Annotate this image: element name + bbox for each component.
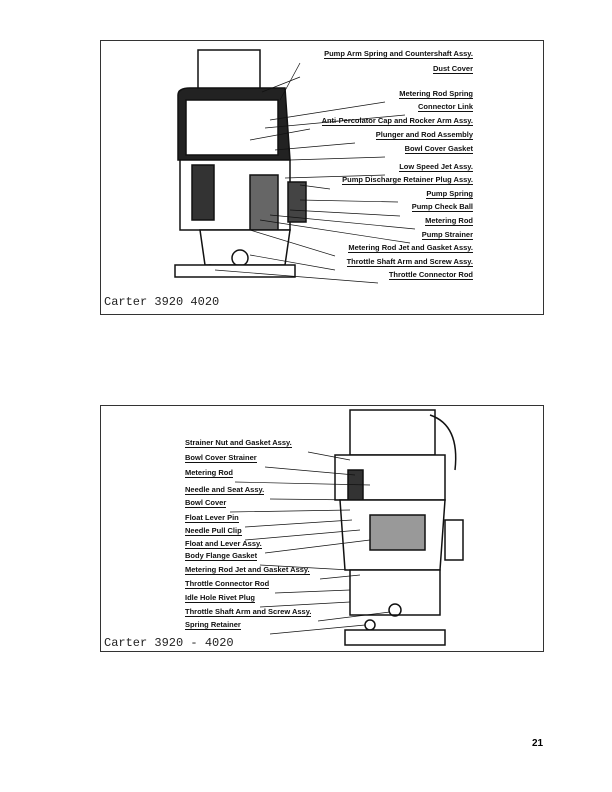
label-metering-rod-spring: Metering Rod Spring [399, 89, 473, 99]
label-pump-check-ball: Pump Check Ball [411, 202, 473, 212]
label-pump-strainer: Pump Strainer [421, 230, 473, 240]
leader-lines-1 [214, 62, 416, 284]
label-bowl-cover-strainer: Bowl Cover Strainer [185, 453, 257, 463]
label-pump-arm-spring: Pump Arm Spring and Countershaft Assy. [324, 49, 473, 59]
label-spring-retainer: Spring Retainer [185, 620, 241, 630]
label-needle-pull-clip: Needle Pull Clip [185, 526, 242, 536]
label-metering-rod-jet: Metering Rod Jet and Gasket Assy. [348, 243, 473, 253]
label-float-lever: Float and Lever Assy. [185, 539, 262, 549]
label-plunger-rod-assembly: Plunger and Rod Assembly [375, 130, 473, 140]
label-metering-rod: Metering Rod [185, 468, 233, 478]
figure-2-caption: Carter 3920 - 4020 [104, 636, 234, 650]
label-throttle-connector-rod: Throttle Connector Rod [185, 579, 270, 589]
leader-lines-2 [229, 451, 391, 635]
label-strainer-nut: Strainer Nut and Gasket Assy. [185, 438, 292, 448]
carburetor-cutaway-1 [174, 49, 307, 278]
figure-2-frame [100, 405, 544, 652]
label-bowl-cover-gasket: Bowl Cover Gasket [404, 144, 473, 154]
label-metering-rod-jet: Metering Rod Jet and Gasket Assy. [185, 565, 310, 575]
label-idle-hole-rivet-plug: Idle Hole Rivet Plug [185, 593, 256, 603]
figure-1-frame [100, 40, 544, 315]
label-metering-rod: Metering Rod [425, 216, 473, 226]
page-number: 21 [532, 738, 544, 749]
label-body-flange-gasket: Body Flange Gasket [185, 551, 258, 561]
label-pump-spring: Pump Spring [426, 189, 473, 199]
carburetor-cutaway-2 [334, 409, 464, 646]
label-throttle-shaft-arm: Throttle Shaft Arm and Screw Assy. [346, 257, 473, 267]
label-low-speed-jet: Low Speed Jet Assy. [399, 162, 473, 172]
label-anti-percolator-cap: Anti-Percolator Cap and Rocker Arm Assy. [321, 116, 473, 126]
label-needle-seat: Needle and Seat Assy. [185, 485, 265, 495]
label-float-lever-pin: Float Lever Pin [185, 513, 239, 523]
label-connector-link: Connector Link [417, 102, 473, 112]
label-throttle-connector-rod: Throttle Connector Rod [388, 270, 473, 280]
figure-1-caption: Carter 3920 4020 [104, 295, 220, 309]
label-throttle-shaft-arm: Throttle Shaft Arm and Screw Assy. [185, 607, 312, 617]
label-dust-cover: Dust Cover [432, 64, 473, 74]
label-pump-discharge-plug: Pump Discharge Retainer Plug Assy. [342, 175, 473, 185]
label-bowl-cover: Bowl Cover [185, 498, 227, 508]
